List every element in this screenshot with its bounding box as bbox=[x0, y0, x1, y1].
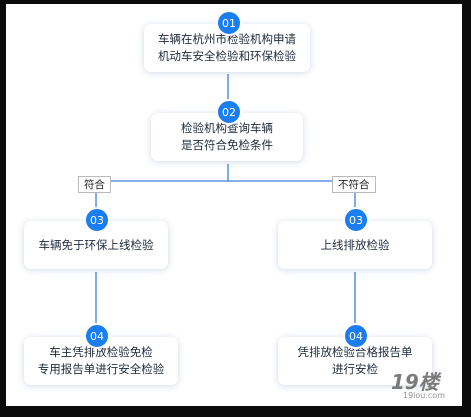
step-03-right-text: 上线排放检验 bbox=[320, 237, 390, 252]
step-04-left-badge: 04 bbox=[84, 323, 110, 349]
step-04-left-text: 车主凭排放检验免检 专用报告单进行安全检验 bbox=[37, 345, 165, 376]
step-04-right-text: 凭排放检验合格报告单 进行安检 bbox=[297, 345, 413, 376]
step-02-badge: 02 bbox=[216, 99, 242, 125]
watermark-site: 19lou.com bbox=[403, 391, 445, 400]
step-03-left-text: 车辆免于环保上线检验 bbox=[38, 237, 154, 252]
branch-label-yes: 符合 bbox=[78, 176, 111, 193]
step-01-box: 车辆在杭州市检验机构申请 机动车安全检验和环保检验 bbox=[144, 24, 310, 72]
step-02-text: 检验机构查询车辆 是否符合免检条件 bbox=[181, 121, 273, 152]
step-03-left-box: 车辆免于环保上线检验 bbox=[24, 221, 168, 269]
watermark-logo: 19楼 bbox=[391, 366, 439, 395]
step-04-right-badge: 04 bbox=[343, 323, 369, 349]
branch-label-no: 不符合 bbox=[332, 176, 376, 193]
step-01-badge: 01 bbox=[216, 10, 242, 36]
step-03-right-badge: 03 bbox=[343, 207, 369, 233]
watermark-logo-text: 19楼 bbox=[391, 370, 439, 394]
step-01-text: 车辆在杭州市检验机构申请 机动车安全检验和环保检验 bbox=[158, 32, 296, 63]
flowchart-canvas: 车辆在杭州市检验机构申请 机动车安全检验和环保检验 01 检验机构查询车辆 是否… bbox=[6, 4, 462, 406]
step-03-left-badge: 03 bbox=[84, 207, 110, 233]
